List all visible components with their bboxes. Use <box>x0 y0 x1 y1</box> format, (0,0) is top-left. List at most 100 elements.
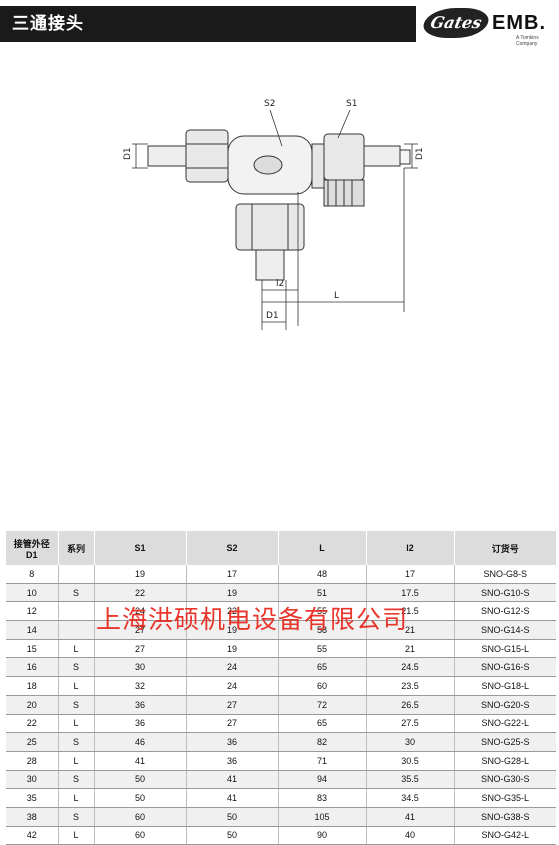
table-cell: 27 <box>93 620 186 640</box>
table-cell: L <box>57 639 94 659</box>
brand-subtitle: A Tomkins Company <box>516 35 539 47</box>
table-cell: SNO-G12-S <box>453 601 556 622</box>
table-cell: 46 <box>93 732 186 752</box>
col-header-order-no: 订货号 <box>453 531 556 565</box>
table-cell: 83 <box>277 788 366 808</box>
table-cell: 34.5 <box>365 788 454 808</box>
table-cell: 30 <box>365 732 454 752</box>
table-cell: L <box>57 788 94 808</box>
table-cell: 8 <box>6 565 58 584</box>
table-cell: 24.5 <box>365 657 454 678</box>
table-cell <box>57 565 94 584</box>
table-cell: 41 <box>185 770 278 790</box>
col-header-l2: l2 <box>365 531 454 565</box>
table-cell: SNO-G28-L <box>453 751 556 771</box>
table-cell: 60 <box>277 676 366 696</box>
table-cell: L <box>57 676 94 696</box>
table-cell: 94 <box>277 770 366 790</box>
table-cell: 36 <box>185 751 278 771</box>
table-cell: 19 <box>185 639 278 659</box>
table-cell: SNO-G15-L <box>453 639 556 659</box>
table-cell: 15 <box>6 639 58 659</box>
table-cell: 65 <box>277 657 366 678</box>
col-header-series: 系列 <box>57 531 94 565</box>
table-cell: 22 <box>93 583 186 603</box>
s2-label: S2 <box>264 99 275 109</box>
table-cell <box>57 601 94 622</box>
table-cell: 60 <box>93 807 186 827</box>
table-cell: 12 <box>6 601 58 622</box>
table-cell: SNO-G14-S <box>453 620 556 640</box>
table-cell: 23.5 <box>365 676 454 696</box>
table-cell: 16 <box>6 657 58 678</box>
table-cell: S <box>57 770 94 790</box>
table-cell: 28 <box>6 751 58 771</box>
table-cell: 51 <box>277 583 366 603</box>
d1-left-label: D1 <box>123 147 133 160</box>
table-cell: SNO-G20-S <box>453 695 556 715</box>
table-cell: L <box>57 826 94 845</box>
table-cell: 24 <box>93 601 186 622</box>
table-cell: S <box>57 732 94 752</box>
table-cell: 36 <box>93 695 186 715</box>
table-cell: 105 <box>277 807 366 827</box>
table-cell: 24 <box>185 657 278 678</box>
table-cell: 21.5 <box>365 601 454 622</box>
table-cell: 27 <box>185 695 278 715</box>
table-cell: 35 <box>6 788 58 808</box>
col-header-d1: 接管外径 D1 <box>6 531 58 565</box>
table-cell: 24 <box>185 676 278 696</box>
table-cell: 26.5 <box>365 695 454 715</box>
table-header-row: 接管外径 D1 系列 S1 S2 L l2 订货号 <box>6 531 556 565</box>
table-cell: S <box>57 807 94 827</box>
table-cell: 41 <box>93 751 186 771</box>
table-cell: SNO-G42-L <box>453 826 556 845</box>
table-cell: SNO-G35-L <box>453 788 556 808</box>
table-cell: SNO-G38-S <box>453 807 556 827</box>
table-cell: 36 <box>93 714 186 734</box>
table-cell: 19 <box>185 620 278 640</box>
s1-label: S1 <box>346 99 357 109</box>
d1-right-label: D1 <box>415 147 425 160</box>
table-cell: 30.5 <box>365 751 454 771</box>
table-cell: 22 <box>185 601 278 622</box>
table-cell: 58 <box>277 620 366 640</box>
table-cell: 19 <box>93 565 186 584</box>
table-cell: 17 <box>365 565 454 584</box>
table-cell: SNO-G22-L <box>453 714 556 734</box>
table-cell: 50 <box>185 807 278 827</box>
table-cell: 50 <box>93 788 186 808</box>
table-cell: 21 <box>365 639 454 659</box>
page-title: 三通接头 <box>0 6 416 42</box>
table-cell: 18 <box>6 676 58 696</box>
table-cell: 17 <box>185 565 278 584</box>
table-cell: 48 <box>277 565 366 584</box>
table-cell: SNO-G25-S <box>453 732 556 752</box>
table-cell: 38 <box>6 807 58 827</box>
table-cell: 22 <box>6 714 58 734</box>
table-cell: 17.5 <box>365 583 454 603</box>
table-cell: S <box>57 583 94 603</box>
table-cell: S <box>57 695 94 715</box>
table-cell: 71 <box>277 751 366 771</box>
col-header-s1: S1 <box>93 531 186 565</box>
table-cell: 25 <box>6 732 58 752</box>
table-cell: 35.5 <box>365 770 454 790</box>
table-cell: 90 <box>277 826 366 845</box>
table-cell: 41 <box>185 788 278 808</box>
tee-fitting-diagram: S2 S1 l2 L D1 D1 D1 <box>123 99 425 330</box>
table-cell: 60 <box>93 826 186 845</box>
gates-logo: Gates <box>420 8 492 38</box>
col-header-s2: S2 <box>185 531 278 565</box>
table-cell: 50 <box>185 826 278 845</box>
